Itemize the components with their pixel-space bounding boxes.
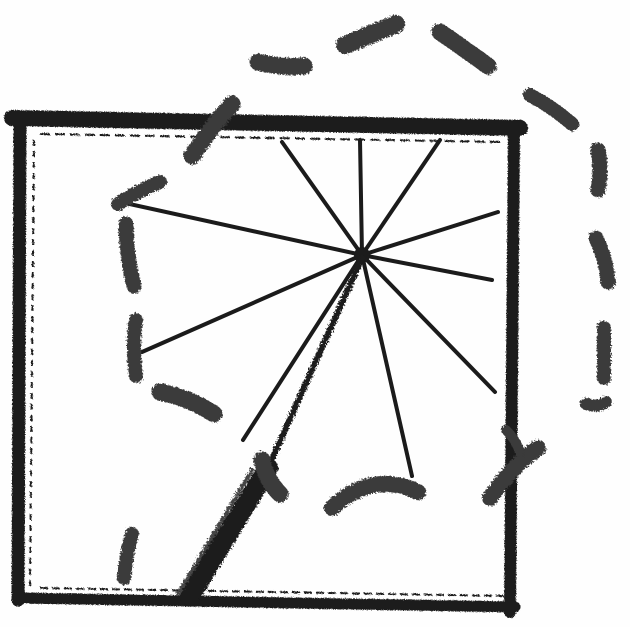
frame-top-edge xyxy=(12,118,520,128)
diagonal-stroke-thick xyxy=(190,468,268,596)
ray-3 xyxy=(362,140,440,255)
dash-12 xyxy=(160,392,214,414)
ray-10 xyxy=(125,203,362,255)
frame-left-inner-hatch xyxy=(30,140,34,588)
dash-17 xyxy=(124,534,132,578)
dash-3 xyxy=(440,32,488,66)
frame-top-inner-hatch xyxy=(40,134,500,142)
diagonal-stroke-edge xyxy=(178,470,252,594)
dash-6 xyxy=(596,238,608,282)
dash-2 xyxy=(345,24,396,45)
dash-13 xyxy=(134,320,136,376)
dashed-circle xyxy=(118,24,608,578)
frame-left-edge xyxy=(18,120,20,600)
dash-1 xyxy=(258,62,304,67)
radiating-lines xyxy=(125,140,498,476)
dash-8 xyxy=(586,402,606,406)
diagonal-stroke xyxy=(178,258,362,596)
dash-4 xyxy=(530,95,572,124)
ray-2 xyxy=(360,140,362,255)
ray-7 xyxy=(362,255,412,476)
ray-4 xyxy=(362,212,498,255)
dash-10 xyxy=(332,484,418,508)
dash-5 xyxy=(598,150,600,190)
dash-14 xyxy=(126,224,134,286)
square-frame xyxy=(12,118,520,612)
frame-right-edge xyxy=(510,130,514,612)
frame-bottom-edge xyxy=(22,598,515,607)
dash-15 xyxy=(118,182,160,204)
